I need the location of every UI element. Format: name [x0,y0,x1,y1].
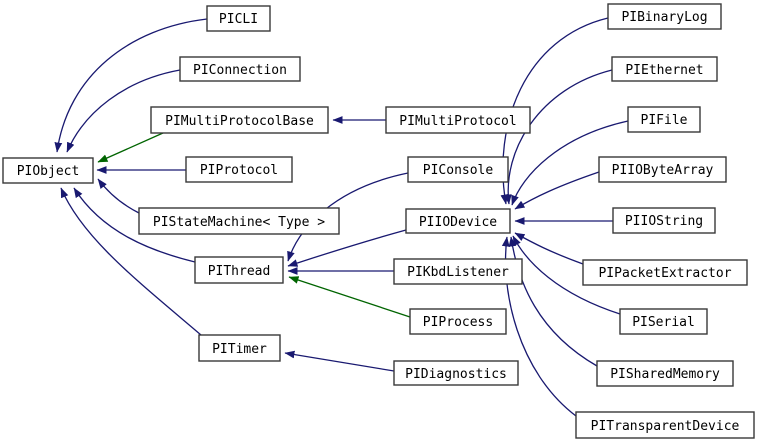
edge-pitimer-piobject [60,187,202,336]
class-label: PIStateMachine< Type > [153,215,325,230]
class-box [206,5,271,32]
edge-piethernet-piiodevice [503,69,613,205]
edge-pifile-piiodevice [511,120,629,206]
class-node-pidiagnostics[interactable]: PIDiagnostics [393,360,519,386]
class-box [138,207,340,235]
class-box [598,156,727,183]
class-node-piiobytearray[interactable]: PIIOByteArray [598,156,727,183]
class-label: PIPacketExtractor [598,266,731,281]
class-label: PIBinaryLog [621,10,707,25]
class-node-pikbdlistener[interactable]: PIKbdListener [393,258,523,285]
class-box [150,106,329,134]
class-box [627,106,701,133]
edge-piprocess-pithread [288,276,411,318]
edge-pitransparentdevice-piiodevice [501,236,577,417]
class-box [607,3,722,30]
class-box [393,258,523,285]
edge-piconnection-piobject [66,69,181,153]
class-box [2,157,94,184]
class-node-piprocess[interactable]: PIProcess [409,308,507,335]
class-label: PIObject [17,164,80,179]
class-node-piiodevice[interactable]: PIIODevice [405,208,511,234]
class-label: PITimer [212,342,267,357]
class-label: PIThread [208,264,271,279]
class-box [405,208,511,234]
class-label: PITransparentDevice [591,419,740,434]
class-node-pipacketextractor[interactable]: PIPacketExtractor [582,259,748,286]
class-label: PIConnection [193,63,287,78]
class-label: PIProtocol [200,163,278,178]
class-box [198,334,281,362]
class-node-pistatemachine[interactable]: PIStateMachine< Type > [138,207,340,235]
class-node-piconsole[interactable]: PIConsole [407,156,509,183]
class-box [407,156,509,183]
edge-pimultiprotocolbase-piobject [97,132,164,163]
class-box [575,411,755,439]
class-label: PIIODevice [419,215,497,230]
class-node-pitransparentdevice[interactable]: PITransparentDevice [575,411,755,439]
class-label: PISerial [632,315,695,330]
class-node-pitimer[interactable]: PITimer [198,334,281,362]
class-label: PIDiagnostics [405,367,507,382]
class-box [611,56,718,82]
class-label: PIConsole [423,163,494,178]
class-label: PIProcess [423,315,493,330]
class-node-piconnection[interactable]: PIConnection [179,56,301,82]
edge-pipacketextractor-piiodevice [514,232,584,265]
class-box [393,360,519,386]
class-node-pimultiprotocol[interactable]: PIMultiProtocol [385,106,531,134]
class-label: PIMultiProtocol [399,114,516,129]
class-box [409,308,507,335]
class-node-picli[interactable]: PICLI [206,5,271,32]
class-node-pifile[interactable]: PIFile [627,106,701,133]
edge-piserial-piiodevice [512,235,621,315]
class-node-pisharedmemory[interactable]: PISharedMemory [596,360,734,387]
class-node-piiostring[interactable]: PIIOString [612,207,716,234]
class-label: PISharedMemory [610,367,720,382]
class-node-pithread[interactable]: PIThread [194,256,284,284]
edge-pistatemachine-piobject [97,178,140,214]
edge-picli-piobject [54,18,208,153]
class-label: PIFile [641,113,688,128]
class-label: PICLI [219,12,258,27]
class-box [194,256,284,284]
class-label: PIEthernet [625,63,703,78]
class-box [612,207,716,234]
class-label: PIMultiProtocolBase [165,114,314,129]
class-box [619,308,708,335]
class-label: PIIOString [625,214,703,229]
edge-piiobytearray-piiodevice [514,171,600,210]
class-node-pibinarylog[interactable]: PIBinaryLog [607,3,722,30]
edge-pisharedmemory-piiodevice [508,236,598,367]
class-label: PIIOByteArray [612,163,714,178]
class-box [596,360,734,387]
class-label: PIKbdListener [407,265,509,280]
class-box [179,56,301,82]
edge-pithread-piobject [73,187,196,263]
class-node-piprotocol[interactable]: PIProtocol [185,156,293,183]
class-node-piethernet[interactable]: PIEthernet [611,56,718,82]
edge-piiodevice-pithread [287,229,407,267]
class-box [185,156,293,183]
class-node-piserial[interactable]: PISerial [619,308,708,335]
class-node-pimultiprotocolbase[interactable]: PIMultiProtocolBase [150,106,329,134]
class-node-piobject[interactable]: PIObject [2,157,94,184]
class-box [385,106,531,134]
edge-pidiagnostics-pitimer [284,350,395,372]
class-box [582,259,748,286]
node-layer: PIObject PICLI PIConnection PIMultiProto… [2,3,755,439]
